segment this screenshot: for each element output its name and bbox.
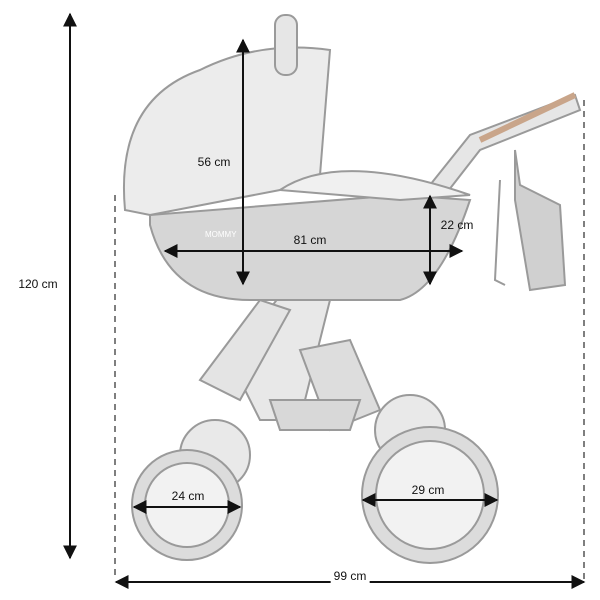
carrycot-height-label: 56 cm bbox=[197, 155, 231, 169]
carrycot-depth-label: 22 cm bbox=[440, 218, 474, 232]
carrycot-length-label: 81 cm bbox=[293, 233, 327, 247]
stroller-frame bbox=[123, 14, 582, 564]
total-length-label: 99 cm bbox=[330, 569, 370, 583]
front-wheel-label: 24 cm bbox=[171, 489, 205, 503]
brand-logo: MOMMY bbox=[205, 230, 237, 239]
total-height-label: 120 cm bbox=[18, 277, 58, 291]
rear-wheel-label: 29 cm bbox=[411, 483, 445, 497]
